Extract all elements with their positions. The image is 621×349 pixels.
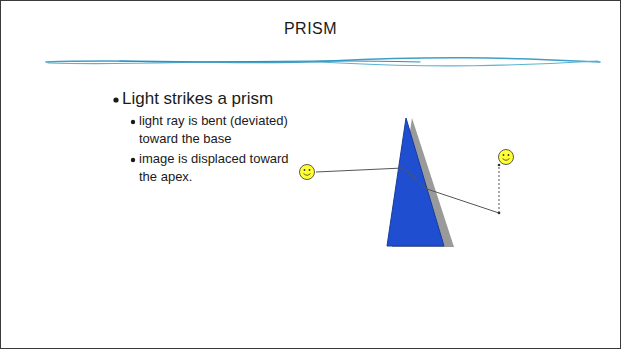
prism-illustration [300,118,514,247]
prism [387,118,444,246]
image-smiley [499,150,514,165]
sub-bullet-text: light ray is bent (deviated) toward the … [139,112,289,148]
light-ray [316,168,499,213]
title-underline [46,58,600,66]
image-dot [498,164,501,167]
bullet-dot [131,158,135,162]
slide-title: PRISM [0,20,621,38]
projection-line [499,165,500,213]
bullet-text: Light strikes a prism [122,88,322,110]
bullet-wrap: image is displaced toward the apex. [139,150,289,186]
bullet-wrap: Light strikes a prism [122,88,322,110]
title-wrap: PRISM [0,20,621,38]
bullet-wrap: light ray is bent (deviated) toward the … [139,112,289,148]
bullet-dot [131,120,135,124]
sub-bullet-text: image is displaced toward the apex. [139,150,289,186]
bullet-dot [113,97,118,102]
object-smiley [300,165,315,180]
ray-end-dot [498,212,501,215]
